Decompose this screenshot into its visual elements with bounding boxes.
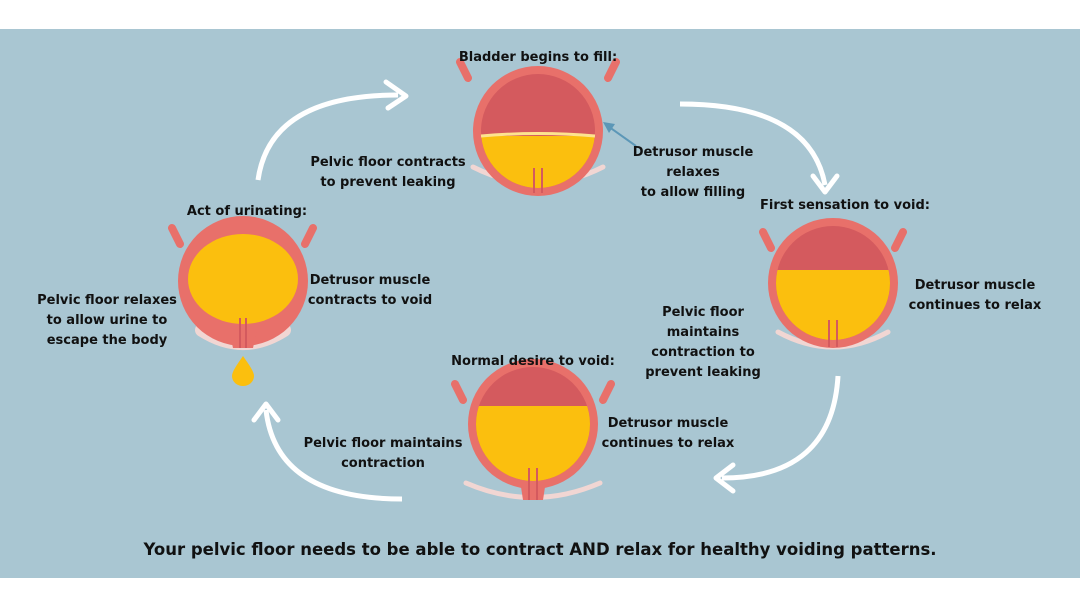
pelvic-label-filling: Pelvic floor contracts to prevent leakin… — [310, 155, 466, 190]
pelvic-label-urinating: Pelvic floor relaxes to allow urine to e… — [37, 293, 177, 348]
cycle-arrow-bottom-right — [713, 375, 841, 494]
cycle-arrow-bottom-left — [251, 401, 403, 502]
detrusor-label-normal-desire: Detrusor muscle continues to relax — [601, 416, 735, 451]
stage-title-urinating: Act of urinating: — [186, 204, 308, 219]
footer-caption: Your pelvic floor needs to be able to co… — [143, 540, 937, 559]
pelvic-label-normal-desire: Pelvic floor maintains contraction — [303, 436, 463, 471]
stage-title-normal-desire: Normal desire to void: — [451, 354, 615, 369]
detrusor-label-first-sensation: Detrusor muscle continues to relax — [908, 278, 1042, 313]
stage-title-filling: Bladder begins to fill: — [458, 50, 618, 65]
bladder-urinating — [168, 216, 317, 350]
cycle-arrow-top-left — [255, 79, 409, 181]
cycle-arrow-top-right — [679, 101, 840, 195]
detrusor-label-urinating: Detrusor muscle contracts to void — [307, 273, 433, 308]
bladder-normal-desire — [451, 359, 615, 500]
stage-title-first-sensation: First sensation to void: — [760, 198, 930, 213]
urine-droplet — [232, 356, 254, 386]
bladder-first-sensation — [759, 218, 907, 350]
detrusor-label-filling: Detrusor muscle relaxes to allow filling — [632, 145, 754, 200]
detrusor-pointer-arrow — [603, 122, 637, 147]
pelvic-label-first-sensation: Pelvic floor maintains contraction to pr… — [645, 305, 761, 380]
bladder-filling — [456, 58, 620, 196]
